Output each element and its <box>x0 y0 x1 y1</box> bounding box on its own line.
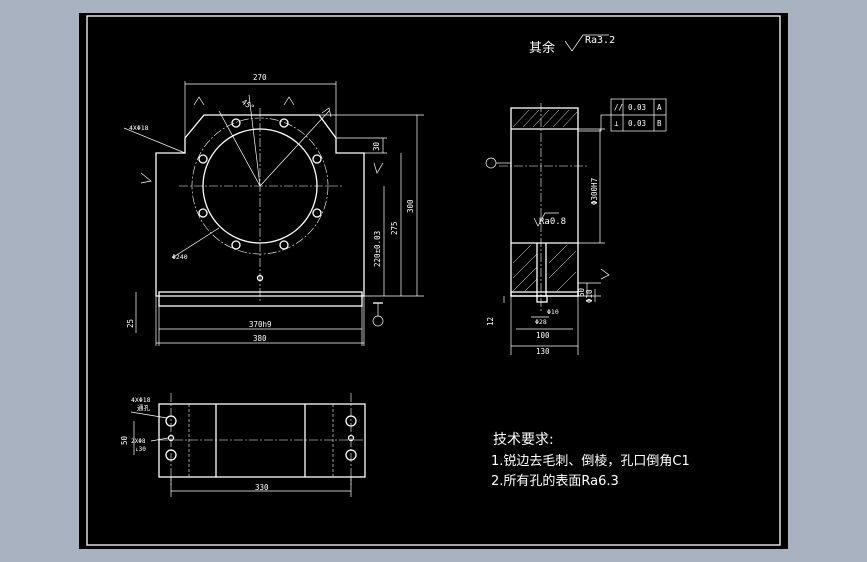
dim-270: 270 <box>253 73 267 82</box>
bolt-hole <box>231 118 241 128</box>
dim-60: 60 <box>577 287 586 297</box>
dim-angle: 45° <box>240 97 256 112</box>
dim-phi10: Φ10 <box>547 308 559 316</box>
tech-req-item-1: 1.锐边去毛刺、倒棱，孔口倒角C1 <box>491 453 690 469</box>
datum-circle-icon <box>372 315 384 327</box>
dim-300: 300 <box>406 199 415 213</box>
datum-circle-icon <box>485 157 497 169</box>
leader-line <box>123 127 186 154</box>
dim-phi28: Φ28 <box>535 318 547 326</box>
radial-line <box>248 94 261 187</box>
side-view: // 0.03 A ⊥ 0.03 B Φ300H7 Ra0.8 60 Φ10 1… <box>485 98 667 356</box>
front-base-plate <box>158 291 363 307</box>
top-view: 4XΦ18 通孔 50 2XΦ8 ↓30 330 <box>120 393 366 497</box>
dim-330: 330 <box>255 483 269 492</box>
dim-bore: Φ300H7 <box>590 178 599 205</box>
bolt-hole <box>231 240 241 250</box>
leader-line <box>171 227 220 259</box>
dim-base-height: 25 <box>126 319 135 328</box>
radial-line <box>259 110 330 187</box>
dim-base-fit: 370h9 <box>249 320 272 329</box>
bolt-hole <box>279 118 289 128</box>
top-outline <box>158 403 366 478</box>
drawing-sheet: 其余 Ra3.2 27 <box>79 13 788 549</box>
dim-130: 130 <box>536 347 550 356</box>
roughness-symbol-icon <box>533 212 559 227</box>
surface-note-label: 其余 <box>529 40 555 56</box>
drawing-frame <box>86 15 781 546</box>
roughness-mark-icon <box>600 268 610 280</box>
tech-req-title: 技术要求: <box>493 432 554 448</box>
pin-depth: ↓30 <box>135 446 146 453</box>
hatch-top <box>512 109 578 128</box>
tech-req-item-2: 2.所有孔的表面Ra6.3 <box>491 473 619 489</box>
bolt-hole <box>198 208 208 218</box>
pin-stub <box>536 295 548 303</box>
dim-100: 100 <box>536 331 550 340</box>
gdt-perp-symbol: ⊥ <box>614 119 619 128</box>
leader-line <box>150 437 169 442</box>
pin-spec: 2XΦ8 <box>131 438 146 445</box>
roughness-symbol-icon <box>564 34 609 52</box>
hatch-bottom <box>512 244 577 292</box>
radial-line <box>218 110 261 187</box>
gdt-parallel-ref: A <box>657 103 662 112</box>
side-outline <box>510 107 579 297</box>
dim-110: Φ10 <box>585 289 594 303</box>
leader-line <box>130 411 168 419</box>
dim-circle-dia: Φ240 <box>172 253 188 261</box>
gdt-perp-tol: 0.03 <box>628 119 646 128</box>
surface-note-roughness: Ra3.2 <box>585 35 615 46</box>
tech-requirements: 技术要求: 1.锐边去毛刺、倒棱，孔口倒角C1 2.所有孔的表面Ra6.3 <box>491 432 690 489</box>
dim-base-width: 380 <box>253 334 267 343</box>
dim-220: 220±0.03 <box>373 231 382 267</box>
gdt-perp-ref: B <box>657 119 662 128</box>
roughness-mark-icon <box>373 162 384 174</box>
gdt-parallel-tol: 0.03 <box>628 103 646 112</box>
bolt-hole <box>312 154 322 164</box>
top-hole-note: 通孔 <box>137 403 151 412</box>
front-view: 270 45° 4XΦ18 30 300 275 220±0.03 Φ240 <box>123 73 424 346</box>
dim-50: 50 <box>120 435 129 445</box>
roughness-mark-icon <box>140 172 152 184</box>
top-hole-spec: 4XΦ18 <box>131 396 151 404</box>
chamfer-mark-icon <box>193 96 205 106</box>
bolt-hole <box>198 154 208 164</box>
bore-roughness: Ra0.8 <box>539 217 566 227</box>
chamfer-mark-icon <box>283 96 295 106</box>
dim-12: 12 <box>486 317 495 326</box>
dim-30: 30 <box>372 141 381 151</box>
dim-275: 275 <box>390 221 399 235</box>
chamfer-mark-icon <box>321 107 332 118</box>
front-hole-spec: 4XΦ18 <box>129 124 149 132</box>
bolt-hole <box>312 208 322 218</box>
gdt-parallel-symbol: // <box>614 103 623 112</box>
bolt-hole <box>279 240 289 250</box>
engineering-drawing: 其余 Ra3.2 27 <box>86 15 781 546</box>
gdt-leader <box>578 114 611 132</box>
